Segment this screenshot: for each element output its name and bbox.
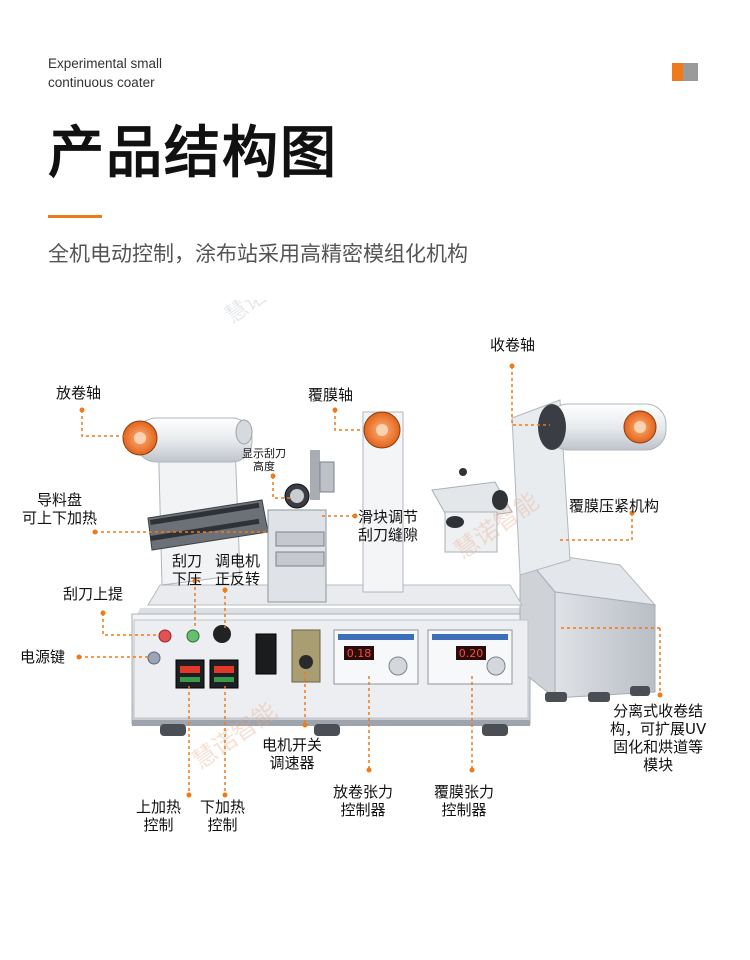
- callout-separate-rewind-l4: 模块: [643, 756, 674, 774]
- callout-rewind-shaft: 收卷轴: [490, 336, 536, 354]
- callout-motor-switch-l1: 电机开关: [262, 736, 323, 754]
- callout-lam-tension-l1: 覆膜张力: [434, 783, 495, 801]
- callout-lower-heat-l2: 控制: [207, 816, 238, 834]
- lamination-press: [431, 468, 513, 553]
- callout-lamination-press: 覆膜压紧机构: [569, 497, 660, 515]
- laminating-tower: [362, 411, 404, 593]
- callout-dots: [76, 363, 663, 798]
- callout-laminating-shaft: 覆膜轴: [308, 386, 354, 404]
- callout-guide-tray-l1: 导料盘: [37, 491, 83, 509]
- callout-separate-rewind-l2: 构，可扩展UV: [610, 720, 707, 738]
- callout-lines: [79, 366, 661, 795]
- callout-blade-lift: 刮刀上提: [63, 585, 124, 603]
- rewind-roll: [538, 403, 667, 451]
- callout-blade-press-l2: 下压: [172, 570, 203, 588]
- accent-divider: [48, 215, 102, 218]
- eyebrow-text: Experimental small continuous coater: [48, 54, 162, 92]
- unwind-tension-display: 0.18: [347, 647, 372, 660]
- lam-tension-display: 0.20: [459, 647, 484, 660]
- machine-diagram: 0.18 0.20 慧诺智能 慧诺智能 慧诺智能: [0, 258, 750, 860]
- callout-lower-heat-l1: 下加热: [200, 798, 246, 816]
- callout-motor-switch: 电机开关 调速器: [262, 736, 322, 772]
- callout-unwind-shaft: 放卷轴: [56, 384, 102, 402]
- callout-blade-press-l1: 刮刀: [172, 552, 203, 570]
- callout-separate-rewind-l1: 分离式收卷结: [613, 702, 704, 720]
- corner-brand-mark: [672, 63, 698, 81]
- callout-upper-heat-l2: 控制: [143, 816, 174, 834]
- callout-display-blade-height: 显示刮刀 高度: [242, 447, 286, 473]
- eyebrow-line-2: continuous coater: [48, 75, 155, 90]
- callout-slider-adjust-l2: 刮刀缝隙: [358, 526, 419, 544]
- callout-unwind-tension-l2: 控制器: [340, 801, 386, 819]
- callout-upper-heat-l1: 上加热: [136, 798, 182, 816]
- callout-slider-adjust-l1: 滑块调节: [358, 508, 419, 526]
- callout-lam-tension: 覆膜张力 控制器: [434, 783, 494, 819]
- callout-upper-heat: 上加热 控制: [136, 798, 181, 834]
- callout-display-blade-height-l1: 显示刮刀: [242, 447, 286, 460]
- callout-motor-direction-l1: 调电机: [215, 552, 261, 570]
- page-subtitle: 全机电动控制，涂布站采用高精密模组化机构: [48, 242, 468, 266]
- coating-head: [267, 450, 335, 603]
- page-title: 产品结构图: [48, 121, 338, 186]
- callout-separate-rewind: 分离式收卷结 构，可扩展UV 固化和烘道等 模块: [610, 702, 706, 774]
- callout-guide-tray-l2: 可上下加热: [22, 509, 98, 527]
- callout-unwind-tension-l1: 放卷张力: [333, 783, 394, 801]
- callout-separate-rewind-l3: 固化和烘道等: [613, 738, 704, 756]
- callout-motor-direction: 调电机 正反转: [215, 552, 260, 588]
- control-panel: 0.18 0.20: [133, 619, 529, 719]
- callout-motor-direction-l2: 正反转: [215, 570, 261, 588]
- watermark-top: 慧诺智能: [221, 300, 307, 329]
- callout-guide-tray: 导料盘 可上下加热: [22, 491, 97, 527]
- callout-lower-heat: 下加热 控制: [200, 798, 245, 834]
- callout-blade-press: 刮刀 下压: [172, 552, 202, 588]
- callout-slider-adjust: 滑块调节 刮刀缝隙: [358, 508, 418, 544]
- coater-machine-illustration: 0.18 0.20 慧诺智能 慧诺智能 慧诺智能: [76, 258, 667, 798]
- callout-lam-tension-l2: 控制器: [441, 801, 487, 819]
- callout-motor-switch-l2: 调速器: [269, 754, 315, 772]
- eyebrow-line-1: Experimental small: [48, 56, 163, 71]
- callout-unwind-tension: 放卷张力 控制器: [333, 783, 393, 819]
- callout-display-blade-height-l2: 高度: [253, 460, 275, 473]
- callout-power-key: 电源键: [20, 648, 66, 666]
